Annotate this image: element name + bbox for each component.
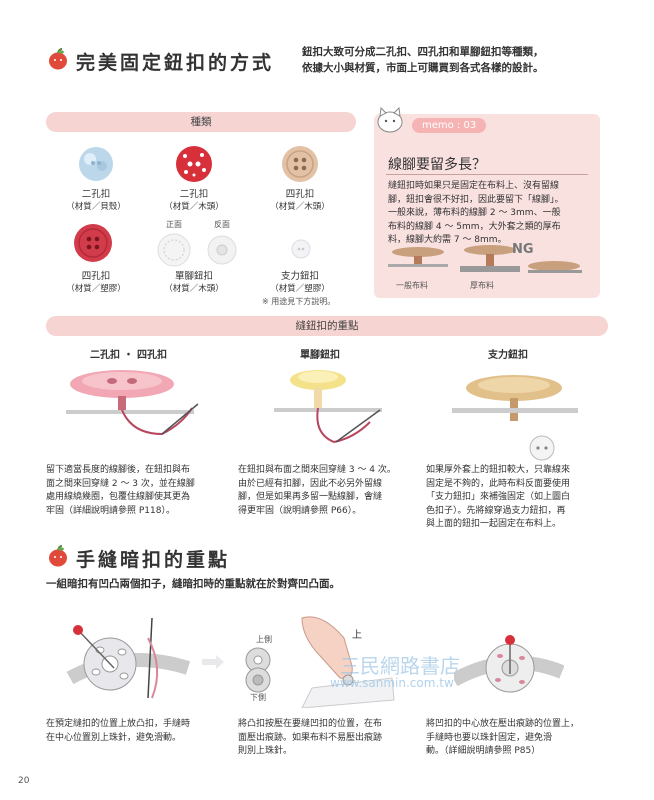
column-line: 處用線繞幾圈，包覆住線腳使其更為	[46, 492, 191, 502]
column-line: 由於已經有扣腳，因此不必另外留線	[238, 478, 383, 489]
memo-line: 布料的線腳 4 ～ 5mm，大外套之類的厚布	[388, 221, 561, 232]
column-line: 「支力鈕扣」來補強固定（如上圖白	[426, 492, 571, 502]
column-line: 則別上珠針。	[238, 746, 293, 756]
column-line: 與上面的鈕扣一起固定在布料上。	[426, 519, 562, 529]
shank-button-sewing-illustration	[274, 364, 394, 458]
type-name: 四孔扣	[285, 189, 315, 200]
snap-lower-image	[244, 666, 272, 698]
press-snap-illustration	[282, 608, 402, 712]
memo-line: 一般來說，薄布料的線腳 2 ～ 3mm、一般	[388, 208, 561, 218]
column-line: 留下適當長度的線腳後，在鈕扣與布	[46, 465, 191, 475]
column-line: 如果厚外套上的鈕扣較大，只靠線來	[426, 465, 571, 475]
type-name: 二孔扣	[179, 189, 209, 200]
column-line: 將凸扣按壓在要縫凹扣的位置，在布	[238, 719, 383, 729]
wood-two-hole-button-image	[174, 144, 214, 188]
column-text: 如果厚外套上的鈕扣較大，只靠線來 固定是不夠的，此時布料反面要使用 「支力鈕扣」…	[426, 464, 612, 532]
watermark: 三民網路書店	[340, 654, 460, 678]
memo-text: 縫鈕扣時如果只是固定在布料上、沒有留線 腳，鈕扣會很不好扣，因此要留下「線腳」。…	[388, 180, 594, 248]
column-line: 在鈕扣與布面之間來回穿縫 3 ～ 4 次。	[238, 465, 396, 475]
column-line: 在中心位置別上珠針，避免滑動。	[46, 732, 182, 743]
support-button-image	[290, 238, 312, 264]
upper-label: 上側	[256, 635, 272, 644]
page-number: 20	[18, 776, 30, 786]
shell-button-image	[76, 144, 116, 188]
apple-icon	[48, 545, 68, 571]
memo-tag: memo : 03	[412, 118, 487, 133]
shank-button-front-image	[156, 232, 192, 272]
thread-shank-illustration	[386, 244, 586, 282]
apple-icon	[48, 48, 68, 74]
types-band: 種類	[46, 112, 356, 132]
type-material: （材質／木頭）	[164, 202, 224, 212]
column-line: 動。（詳細說明請參照 P85）	[426, 746, 541, 756]
intro-line: 鈕扣大致可分成二孔扣、四孔扣和單腳鈕扣等種類，	[302, 46, 544, 58]
column-line: 面壓出痕跡。如果布料不易壓出痕跡	[238, 732, 383, 743]
arrow-right-icon	[200, 654, 226, 674]
cat-icon	[372, 104, 408, 138]
snap-pin-illustration	[64, 608, 194, 712]
column-line: 得更牢固（說明請參照 P66）。	[238, 505, 362, 516]
memo-divider	[386, 174, 588, 175]
type-material: （材質／塑膠）	[66, 284, 126, 294]
column-line: 手縫時也要以珠針固定，避免滑	[426, 732, 553, 743]
section2-intro: 一組暗扣有凹凸兩個扣子，縫暗扣時的重點就在於對齊凹凸面。	[46, 578, 340, 590]
column-text: 將凹扣的中心放在壓出痕跡的位置上， 手縫時也要以珠針固定，避免滑 動。（詳細說明…	[426, 718, 616, 759]
type-material: （材質／塑膠）	[270, 284, 330, 294]
column-line: 將凹扣的中心放在壓出痕跡的位置上，	[426, 719, 580, 729]
plastic-four-hole-button-image	[72, 222, 114, 268]
column-line: 牢固（詳細說明請參照 P118）。	[46, 505, 175, 516]
lower-label: 下側	[250, 693, 266, 702]
section1-intro: 鈕扣大致可分成二孔扣、四孔扣和單腳鈕扣等種類， 依據大小與材質，市面上可購買到各…	[302, 44, 642, 76]
type-name: 單腳鈕扣	[174, 271, 213, 282]
column-line: 面之間來回穿縫 2 ～ 3 次，並在線腳	[46, 478, 195, 489]
memo-label: 一般布料	[396, 281, 428, 290]
support-note: ※ 用途見下方說明。	[262, 297, 336, 306]
column-heading: 二孔扣 ・ 四孔扣	[90, 350, 167, 361]
type-material: （材質／木頭）	[270, 202, 330, 212]
back-label: 反面	[214, 220, 230, 229]
two-four-hole-sewing-illustration	[62, 364, 202, 458]
points-band: 縫鈕扣的重點	[46, 316, 608, 336]
section2-title: 手縫暗扣的重點	[76, 549, 231, 571]
ng-label: NG	[512, 242, 534, 257]
up-label: 上	[352, 630, 362, 641]
memo-line: 腳，鈕扣會很不好扣，因此要留下「線腳」。	[388, 194, 564, 205]
column-text: 在鈕扣與布面之間來回穿縫 3 ～ 4 次。 由於已經有扣腳，因此不必另外留線 腳…	[238, 464, 420, 518]
memo-label: 厚布料	[470, 281, 494, 290]
column-heading: 支力鈕扣	[488, 350, 528, 361]
column-text: 在預定縫扣的位置上放凸扣，手縫時 在中心位置別上珠針，避免滑動。	[46, 718, 232, 745]
column-line: 在預定縫扣的位置上放凸扣，手縫時	[46, 719, 191, 729]
type-name: 四孔扣	[81, 271, 111, 282]
column-text: 將凸扣按壓在要縫凹扣的位置，在布 面壓出痕跡。如果布料不易壓出痕跡 則別上珠針。	[238, 718, 420, 759]
points-band-label: 縫鈕扣的重點	[295, 320, 359, 332]
memo-line: 縫鈕扣時如果只是固定在布料上、沒有留線	[388, 181, 560, 191]
column-line: 固定是不夠的，此時布料反面要使用	[426, 478, 571, 489]
types-band-label: 種類	[190, 116, 212, 128]
memo-line: 料，線腳大約需 7 ～ 8mm。	[388, 235, 507, 245]
type-name: 支力鈕扣	[280, 271, 319, 282]
support-button-sewing-illustration	[452, 364, 582, 468]
type-material: （材質／貝殼）	[66, 202, 126, 212]
type-name: 二孔扣	[81, 189, 111, 200]
watermark-url: www.sanmin.com.tw	[330, 676, 454, 690]
wood-four-hole-button-image	[280, 144, 320, 188]
snap-center-illustration	[450, 610, 565, 714]
shank-button-back-image	[206, 234, 238, 270]
section1-title: 完美固定鈕扣的方式	[76, 52, 275, 74]
column-text: 留下適當長度的線腳後，在鈕扣與布 面之間來回穿縫 2 ～ 3 次，並在線腳 處用…	[46, 464, 226, 518]
column-heading: 單腳鈕扣	[300, 350, 340, 361]
front-label: 正面	[166, 220, 182, 229]
type-material: （材質／木頭）	[164, 284, 224, 294]
column-line: 腳，但是如果再多留一點線腳，會縫	[238, 492, 383, 502]
intro-line: 依據大小與材質，市面上可購買到各式各樣的設計。	[302, 62, 544, 74]
memo-title: 線腳要留多長？	[388, 157, 486, 173]
column-line: 色扣子）。先將線穿過支力鈕扣，再	[426, 505, 566, 516]
